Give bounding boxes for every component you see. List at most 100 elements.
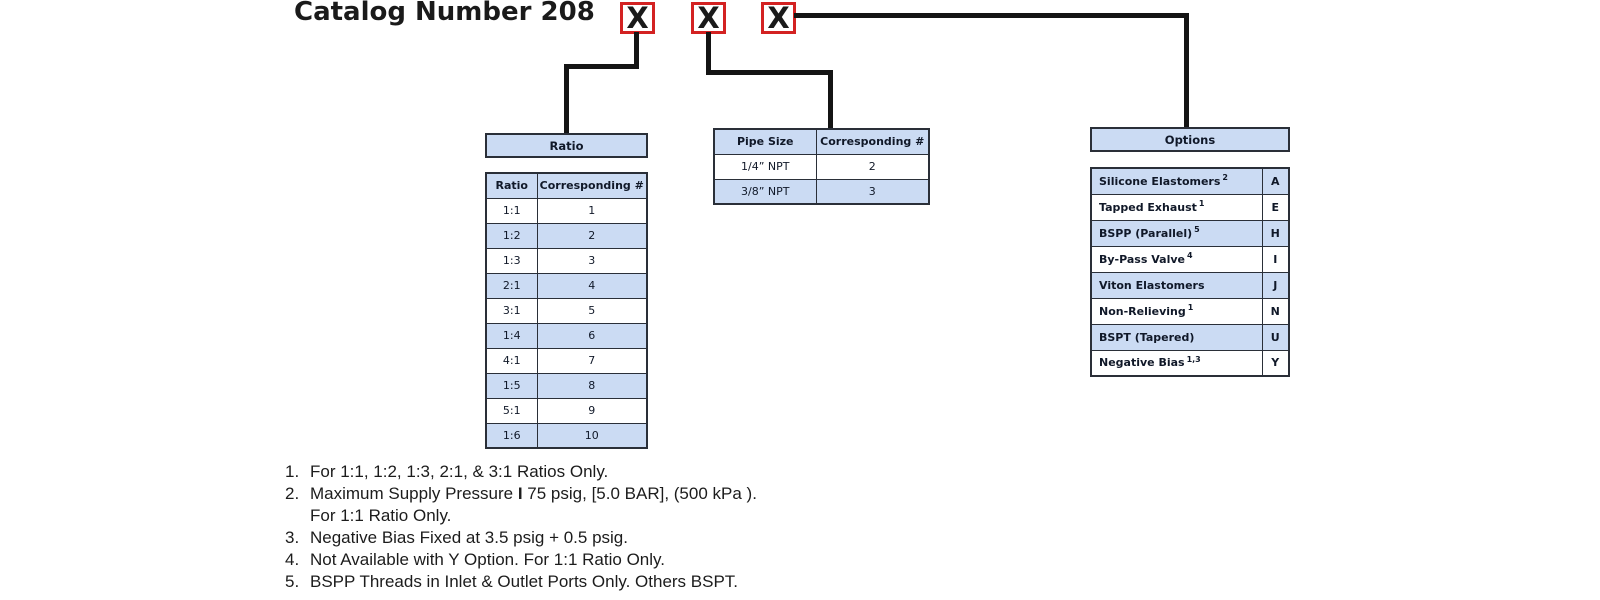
number-cell: 3: [536, 247, 648, 274]
catalog-code-box-1: X: [620, 2, 655, 34]
option-label-cell: BSPT (Tapered): [1090, 323, 1263, 351]
table-header-row: Pipe Size Corresponding #: [713, 128, 930, 155]
ratio-cell: 2:1: [485, 272, 538, 299]
connector-line-pipe-v2: [828, 70, 833, 128]
corresponding-col-header: Corresponding #: [536, 172, 648, 199]
option-code-cell: I: [1261, 245, 1290, 273]
ratio-cell: 1:4: [485, 322, 538, 349]
number-cell: 7: [536, 347, 648, 374]
ratio-cell: 4:1: [485, 347, 538, 374]
option-label: BSPP (Parallel): [1099, 226, 1193, 240]
number-cell: 1: [536, 197, 648, 224]
footnote-text-post: 75 psig, [5.0 BAR], (500 kPa ).: [522, 484, 757, 503]
footnote-marker: 1: [1198, 198, 1205, 208]
footnote-item: 4. Not Available with Y Option. For 1:1 …: [285, 549, 757, 571]
number-cell: 3: [815, 178, 930, 205]
page-title: Catalog Number 208: [294, 0, 595, 27]
footnote-text: Maximum Supply Pressure I 75 psig, [5.0 …: [310, 483, 757, 527]
x-placeholder-glyph: X: [767, 1, 790, 35]
ratio-cell: 1:2: [485, 222, 538, 249]
ratio-col-header: Ratio: [485, 172, 538, 199]
number-cell: 2: [815, 153, 930, 180]
footnote-text: Negative Bias Fixed at 3.5 psig + 0.5 ps…: [310, 528, 628, 547]
footnote-item: 2. Maximum Supply Pressure I 75 psig, [5…: [285, 483, 757, 527]
table-row: BSPP (Parallel)5 H: [1090, 219, 1290, 247]
footnote-number: 5.: [285, 572, 300, 591]
footnote-number: 1.: [285, 462, 300, 481]
ratio-cell: 5:1: [485, 397, 538, 424]
option-label: By-Pass Valve: [1099, 252, 1185, 266]
footnote-bold-symbol: I: [517, 484, 523, 503]
options-header-box: Options: [1090, 127, 1290, 152]
corresponding-col-header: Corresponding #: [815, 128, 930, 155]
ratio-header-box: Ratio: [485, 133, 648, 158]
option-code-cell: Y: [1261, 349, 1290, 377]
connector-line-options-h: [794, 13, 1189, 18]
footnote-item: 1. For 1:1, 1:2, 1:3, 2:1, & 3:1 Ratios …: [285, 461, 757, 483]
option-label: Viton Elastomers: [1099, 278, 1205, 292]
number-cell: 6: [536, 322, 648, 349]
ratio-cell: 1:5: [485, 372, 538, 399]
ratio-header-label: Ratio: [549, 138, 584, 153]
number-cell: 4: [536, 272, 648, 299]
footnote-text-pre: Maximum Supply Pressure: [310, 484, 518, 503]
ratio-cell: 3:1: [485, 297, 538, 324]
option-label: Tapped Exhaust: [1099, 200, 1197, 214]
option-label: Silicone Elastomers: [1099, 174, 1221, 188]
x-placeholder-glyph: X: [697, 1, 720, 35]
footnote-text: For 1:1, 1:2, 1:3, 2:1, & 3:1 Ratios Onl…: [310, 462, 609, 481]
number-cell: 10: [536, 422, 648, 449]
pipe-size-cell: 1/4” NPT: [713, 153, 817, 180]
option-code-cell: U: [1261, 323, 1290, 351]
option-code-cell: H: [1261, 219, 1290, 247]
ratio-cell: 1:3: [485, 247, 538, 274]
option-code-cell: J: [1261, 271, 1290, 299]
ratio-cell: 1:1: [485, 197, 538, 224]
connector-line-ratio-v2: [564, 64, 569, 133]
catalog-code-box-3: X: [761, 2, 796, 34]
option-label: Non-Relieving: [1099, 304, 1186, 318]
footnote-marker: 1: [1187, 302, 1194, 312]
footnote-marker: 4: [1186, 250, 1193, 260]
option-label: BSPT (Tapered): [1099, 330, 1195, 344]
option-label-cell: Viton Elastomers: [1090, 271, 1263, 299]
ratio-cell: 1:6: [485, 422, 538, 449]
number-cell: 8: [536, 372, 648, 399]
table-row: Viton Elastomers J: [1090, 271, 1290, 299]
connector-line-pipe-h: [706, 70, 833, 75]
number-cell: 5: [536, 297, 648, 324]
connector-line-pipe-v1: [706, 32, 711, 75]
table-header-row: Ratio Corresponding #: [485, 172, 648, 199]
option-code-cell: E: [1261, 193, 1290, 221]
number-cell: 9: [536, 397, 648, 424]
footnote-marker: 2: [1222, 173, 1228, 183]
pipe-size-cell: 3/8” NPT: [713, 178, 817, 205]
footnote-text-line2: For 1:1 Ratio Only.: [310, 506, 452, 525]
options-header-label: Options: [1164, 132, 1216, 147]
pipe-size-col-header: Pipe Size: [713, 128, 817, 155]
connector-line-ratio-h: [564, 64, 639, 69]
option-label: Negative Bias: [1099, 356, 1185, 370]
footnote-text: BSPP Threads in Inlet & Outlet Ports Onl…: [310, 572, 739, 591]
